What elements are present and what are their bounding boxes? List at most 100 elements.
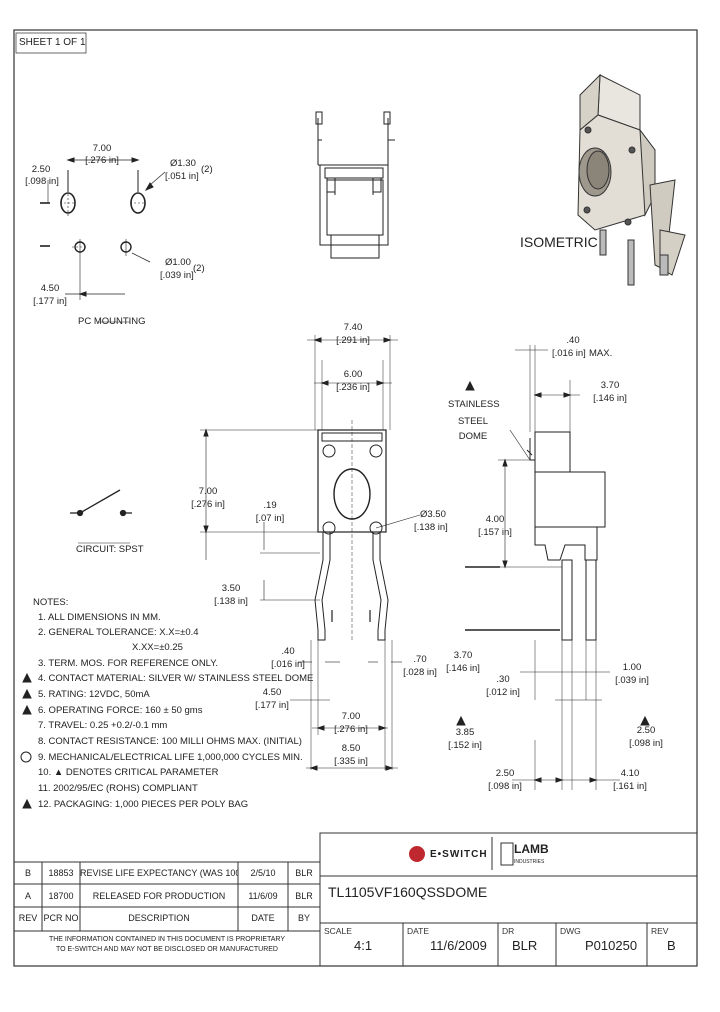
rev-header-by: BY xyxy=(297,913,310,923)
scale-label: SCALE xyxy=(324,926,352,936)
dim-410-inch: [.161 in] xyxy=(613,781,647,792)
front-view-diagram xyxy=(200,335,421,771)
partner-name: LAMB xyxy=(514,842,549,856)
height-700-inch: [.276 in] xyxy=(191,499,225,510)
rev-row-2-date: 11/6/09 xyxy=(248,891,278,901)
dim-370-top-inch: [.146 in] xyxy=(593,393,627,404)
top-40-value: .40 xyxy=(566,335,580,346)
dim-30-inch: [.012 in] xyxy=(486,687,520,698)
dr-value: BLR xyxy=(512,938,538,953)
dim-19-value: .19 xyxy=(263,500,277,511)
rev-row-2-rev: A xyxy=(24,891,31,901)
dim-pitch-value: 7.00 xyxy=(92,143,112,154)
dim-400-inch: [.157 in] xyxy=(478,527,512,538)
proprietary-line-2: TO E-SWITCH AND MAY NOT BE DISCLOSED OR … xyxy=(56,946,278,953)
dim-100-value: 1.00 xyxy=(622,662,642,673)
side-view-diagram xyxy=(456,345,650,790)
pitch-450-value: 4.50 xyxy=(262,687,282,698)
note-2: 2. GENERAL TOLERANCE: X.X=±0.4 xyxy=(38,627,199,638)
title-block-grid xyxy=(13,832,698,967)
dia-100-inch: [.039 in] xyxy=(160,270,194,281)
rev-row-1-by: BLR xyxy=(295,868,313,878)
dome-label-1: STAINLESS xyxy=(448,399,500,410)
rev-row-1-date: 2/5/10 xyxy=(250,868,276,878)
dim-370-top-value: 3.70 xyxy=(600,380,620,391)
lead-40-value: .40 xyxy=(281,646,295,657)
scale-value: 4:1 xyxy=(354,938,373,953)
date-label: DATE xyxy=(407,926,430,936)
notes-markers xyxy=(20,672,32,809)
lead-40-inch: [.016 in] xyxy=(271,659,305,670)
note-11: 11. 2002/95/EC (ROHS) COMPLIANT xyxy=(38,783,198,794)
part-number: TL1105VF160QSSDOME xyxy=(328,884,488,900)
rev-header-rev: REV xyxy=(18,913,38,923)
note-10: 10. ▲ DENOTES CRITICAL PARAMETER xyxy=(38,767,219,778)
dim-pitch-inch: [.276 in] xyxy=(85,155,119,166)
note-6: 6. OPERATING FORCE: 160 ± 50 gms xyxy=(38,705,203,716)
rev-row-2-pcr: 18700 xyxy=(48,891,74,901)
width-740-inch: [.291 in] xyxy=(336,335,370,346)
dim-450-value: 4.50 xyxy=(40,283,60,294)
rev-value: B xyxy=(667,938,676,953)
rev-header-pcr: PCR NO xyxy=(43,913,79,923)
dwg-label: DWG xyxy=(560,926,581,936)
dim-385-inch: [.152 in] xyxy=(448,740,482,751)
dim-30-value: .30 xyxy=(496,674,510,685)
pitch-450-inch: [.177 in] xyxy=(255,700,289,711)
rev-row-1-rev: B xyxy=(24,868,31,878)
overall-850-inch: [.335 in] xyxy=(334,756,368,767)
rev-row-2-by: BLR xyxy=(295,891,313,901)
dr-label: DR xyxy=(502,926,515,936)
lead-70-value: .70 xyxy=(413,654,427,665)
isometric-diagram xyxy=(577,73,686,286)
dia-130-note: (2) xyxy=(201,164,213,175)
dia-350-value: Ø3.50 xyxy=(420,509,446,520)
sheet-label: SHEET 1 OF 1 xyxy=(19,37,86,48)
dia-100-note: (2) xyxy=(193,263,205,274)
dwg-value: P010250 xyxy=(585,938,638,953)
note-1: 1. ALL DIMENSIONS IN MM. xyxy=(38,612,161,623)
pitch-700-value: 7.00 xyxy=(341,711,361,722)
dim-250-inch: [.098 in] xyxy=(629,738,663,749)
circuit-diagram xyxy=(70,489,132,544)
note-12: 12. PACKAGING: 1,000 PIECES PER POLY BAG xyxy=(38,799,249,810)
dim-250-inch: [.098 in] xyxy=(25,176,59,187)
dim-19-inch: [.07 in] xyxy=(255,513,285,524)
pc-mounting-title: PC MOUNTING xyxy=(78,316,146,327)
dim-250b-inch: [.098 in] xyxy=(488,781,522,792)
circuit-label: CIRCUIT: SPST xyxy=(76,544,144,555)
rev-row-1-desc: REVISE LIFE EXPECTANCY (WAS 100,000) xyxy=(80,868,238,878)
dim-410-value: 4.10 xyxy=(620,768,640,779)
note-9: 9. MECHANICAL/ELECTRICAL LIFE 1,000,000 … xyxy=(38,752,303,763)
dim-400-value: 4.00 xyxy=(485,514,505,525)
lead-70-inch: [.028 in] xyxy=(403,667,437,678)
width-600-value: 6.00 xyxy=(343,369,363,380)
partner-sub: INDUSTRIES xyxy=(514,859,545,865)
rev-header-date: DATE xyxy=(251,913,275,923)
note-5: 5. RATING: 12VDC, 50mA xyxy=(38,689,150,700)
top-view-diagram xyxy=(315,111,395,259)
top-40-inch: [.016 in] xyxy=(552,348,586,359)
dia-130-value: Ø1.30 xyxy=(170,158,196,169)
proprietary-line-1: THE INFORMATION CONTAINED IN THIS DOCUME… xyxy=(48,936,286,943)
notes-title: NOTES: xyxy=(33,597,69,608)
height-700-value: 7.00 xyxy=(198,486,218,497)
date-value: 11/6/2009 xyxy=(430,938,487,953)
isometric-label: ISOMETRIC xyxy=(520,234,598,250)
width-600-inch: [.236 in] xyxy=(336,382,370,393)
dim-250b-value: 2.50 xyxy=(495,768,515,779)
dim-385-value: 3.85 xyxy=(455,727,475,738)
dome-label-2: STEEL xyxy=(457,416,489,427)
dome-label-3: DOME xyxy=(458,431,488,442)
dim-450-inch: [.177 in] xyxy=(33,296,67,307)
note-2b: X.XX=±0.25 xyxy=(132,642,183,653)
dim-250-value: 2.50 xyxy=(636,725,656,736)
rev-row-1-pcr: 18853 xyxy=(48,868,74,878)
note-3: 3. TERM. MOS. FOR REFERENCE ONLY. xyxy=(38,658,219,669)
note-7: 7. TRAVEL: 0.25 +0.2/-0.1 mm xyxy=(38,720,168,731)
rev-header-desc: DESCRIPTION xyxy=(128,913,190,923)
dia-350-inch: [.138 in] xyxy=(414,522,448,533)
dim-370-bottom-inch: [.146 in] xyxy=(446,663,480,674)
dim-370-bottom-value: 3.70 xyxy=(453,650,473,661)
